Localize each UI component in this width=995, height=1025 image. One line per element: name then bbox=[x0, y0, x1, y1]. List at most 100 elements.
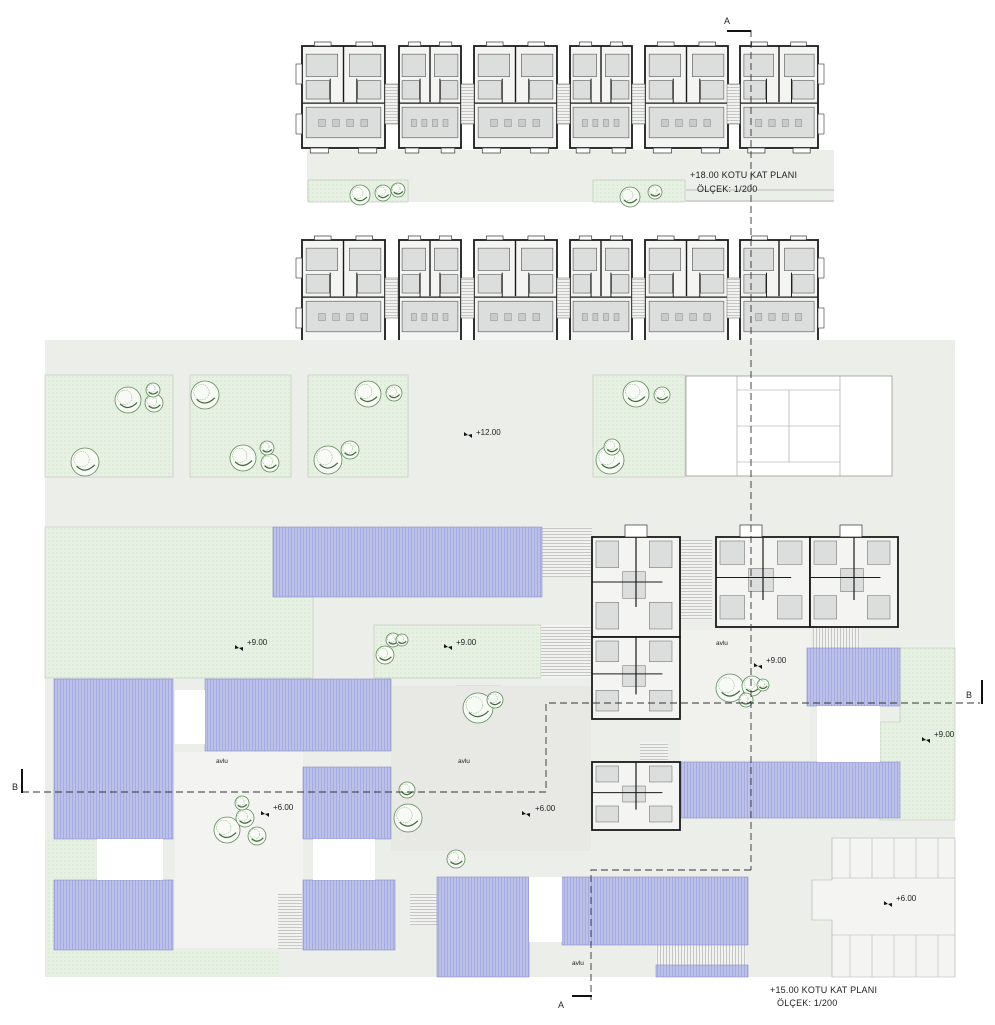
roof-3 bbox=[204, 678, 392, 752]
residential-block-terrace bbox=[295, 235, 825, 348]
tree-icon bbox=[486, 691, 504, 709]
upper-trees bbox=[349, 182, 663, 208]
apartment-block bbox=[591, 536, 681, 638]
roof-2 bbox=[53, 678, 174, 840]
apartment-unit bbox=[301, 41, 386, 154]
tree-icon bbox=[354, 380, 382, 408]
section-marker-a-bottom: A bbox=[558, 1000, 564, 1010]
level-marker-icon bbox=[754, 663, 762, 669]
tree-icon bbox=[375, 645, 395, 665]
level-marker-icon bbox=[522, 811, 530, 817]
tree-icon bbox=[393, 803, 423, 833]
level-6-left: +6.00 bbox=[273, 803, 294, 812]
tree-icon bbox=[446, 849, 466, 869]
roof-structures bbox=[53, 526, 901, 978]
tree-icon bbox=[374, 184, 392, 202]
upper-plan-scale: ÖLÇEK: 1/200 bbox=[697, 184, 757, 194]
tree-icon bbox=[145, 382, 161, 398]
section-marker-a-top: A bbox=[724, 16, 730, 26]
tree-icon bbox=[653, 386, 671, 404]
roof-6 bbox=[302, 879, 396, 951]
tree-icon bbox=[190, 380, 220, 410]
tree-icon bbox=[340, 440, 360, 460]
apartment-unit bbox=[473, 235, 558, 348]
apartment-unit bbox=[301, 235, 386, 348]
level-9-right: +9.00 bbox=[934, 730, 955, 739]
tree-icon bbox=[756, 678, 770, 692]
tree-icon bbox=[349, 184, 371, 206]
tree-icon bbox=[70, 447, 100, 477]
tree-icon bbox=[390, 182, 406, 198]
level-marker-icon bbox=[464, 432, 472, 438]
roof-1 bbox=[272, 526, 543, 598]
courtyard-label-4: avlu bbox=[572, 960, 584, 967]
tree-icon bbox=[313, 445, 343, 475]
section-line-a bbox=[572, 30, 752, 1000]
apartment-unit bbox=[473, 41, 558, 154]
apartment-block bbox=[591, 761, 681, 831]
roof-5 bbox=[53, 879, 174, 951]
parking-lot bbox=[832, 838, 955, 977]
apartment-block bbox=[809, 536, 899, 628]
level-marker-icon bbox=[922, 737, 930, 743]
lower-plan-ground bbox=[44, 340, 956, 978]
roof-8 bbox=[561, 876, 749, 946]
courtyard-label-3: avlu bbox=[716, 640, 728, 647]
tree-icon bbox=[398, 781, 416, 799]
level-9-court: +9.00 bbox=[766, 656, 787, 665]
void-areas bbox=[97, 690, 880, 942]
upper-residential-block bbox=[295, 41, 825, 154]
apartment-unit bbox=[739, 41, 819, 154]
tree-icon bbox=[234, 795, 250, 811]
level-9-left: +9.00 bbox=[247, 638, 268, 647]
section-marker-b-left: B bbox=[12, 782, 18, 792]
courtyard-label-2: avlu bbox=[458, 758, 470, 765]
tree-icon bbox=[603, 438, 621, 456]
tree-icon bbox=[647, 184, 663, 200]
apartment-unit bbox=[644, 41, 729, 154]
roof-4 bbox=[302, 766, 392, 840]
lower-plan-title: +15.00 KOTU KAT PLANI bbox=[770, 985, 877, 995]
level-marker-icon bbox=[884, 901, 892, 907]
tree-icon bbox=[259, 440, 275, 456]
level-6-parking: +6.00 bbox=[896, 894, 917, 903]
apartment-unit bbox=[644, 235, 729, 348]
apartment-block bbox=[715, 536, 811, 628]
tree-icon bbox=[229, 444, 257, 472]
roof-10 bbox=[806, 647, 901, 707]
tree-icon bbox=[622, 380, 650, 408]
apartment-unit bbox=[569, 235, 633, 348]
apartment-unit bbox=[569, 41, 633, 154]
tree-icon bbox=[235, 808, 255, 828]
level-6-center: +6.00 bbox=[535, 804, 556, 813]
roof-11 bbox=[655, 964, 749, 978]
landscape-trees bbox=[70, 380, 770, 869]
tree-icon bbox=[619, 186, 641, 208]
roof-9 bbox=[679, 761, 901, 819]
apartment-block bbox=[591, 636, 681, 720]
tree-icon bbox=[213, 816, 241, 844]
central-apartment-blocks bbox=[591, 524, 899, 831]
upper-plan-title: +18.00 KOTU KAT PLANI bbox=[690, 170, 797, 180]
section-marker-b-right: B bbox=[966, 690, 972, 700]
apartment-unit bbox=[398, 41, 462, 154]
tree-icon bbox=[260, 453, 280, 473]
section-line-b bbox=[21, 680, 983, 793]
tree-icon bbox=[385, 384, 403, 402]
tree-icon bbox=[114, 386, 142, 414]
courtyard-label-1: avlu bbox=[216, 758, 228, 765]
level-12: +12.00 bbox=[476, 428, 501, 437]
level-9-center: +9.00 bbox=[456, 638, 477, 647]
apartment-unit bbox=[739, 235, 819, 348]
level-marker-icon bbox=[444, 644, 452, 650]
level-marker-icon bbox=[235, 645, 243, 651]
level-marker-icon bbox=[261, 811, 269, 817]
roof-7 bbox=[436, 876, 530, 978]
tree-icon bbox=[738, 692, 754, 708]
apartment-unit bbox=[398, 235, 462, 348]
tree-icon bbox=[395, 633, 409, 647]
level-markers bbox=[235, 432, 930, 907]
tree-icon bbox=[247, 826, 267, 846]
lower-plan-scale: ÖLÇEK: 1/200 bbox=[777, 998, 837, 1008]
